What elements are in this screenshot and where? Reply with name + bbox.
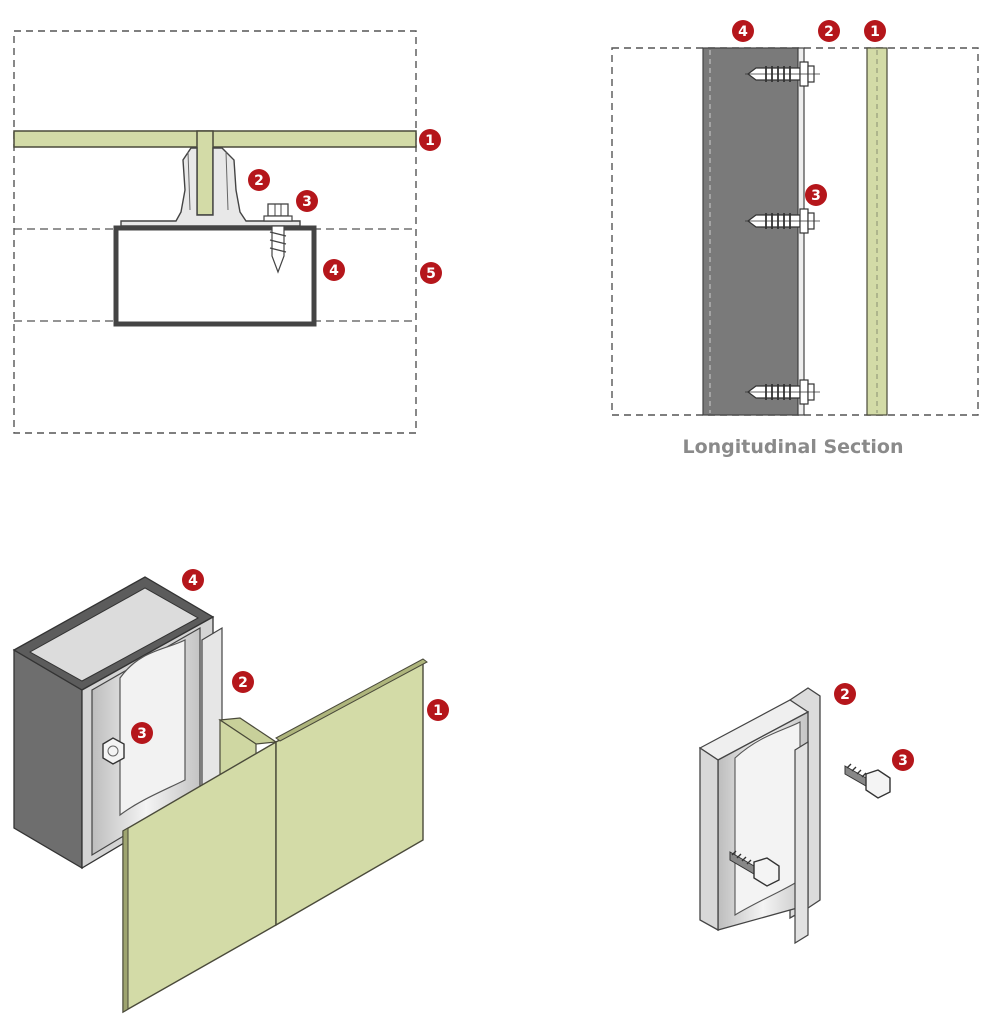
svg-text:1: 1 [433, 703, 443, 719]
iso-marker-2: 2 [232, 671, 254, 693]
detail-marker-3: 3 [892, 749, 914, 771]
iso-marker-3: 3 [131, 722, 153, 744]
long-marker-1: 1 [864, 20, 886, 42]
facade-panel-section [13, 130, 417, 148]
svg-text:5: 5 [426, 266, 436, 282]
svg-text:2: 2 [824, 24, 834, 40]
aluminium-rail-profile [120, 147, 301, 227]
plan-marker-4: 4 [323, 259, 345, 281]
plan-marker-2: 2 [248, 169, 270, 191]
svg-text:1: 1 [870, 24, 880, 40]
plan-marker-5: 5 [420, 262, 442, 284]
svg-text:3: 3 [898, 753, 908, 769]
isometric-assembly-view: 4 2 1 3 [12, 569, 449, 1014]
long-marker-3: 3 [805, 184, 827, 206]
plan-section-view: 1 2 3 4 5 [13, 30, 442, 434]
iso-panel-left-edge [122, 827, 129, 1013]
panel-fin [196, 130, 214, 216]
long-marker-4: 4 [732, 20, 754, 42]
iso-marker-4: 4 [182, 569, 204, 591]
long-marker-2: 2 [818, 20, 840, 42]
longitudinal-section-caption: Longitudinal Section [682, 436, 903, 458]
svg-text:4: 4 [188, 573, 198, 589]
detail-marker-2: 2 [834, 683, 856, 705]
rail-inner-line [187, 151, 229, 211]
long-screw-bottom [745, 379, 820, 405]
iso-rail-flange [201, 626, 223, 794]
svg-text:2: 2 [238, 675, 248, 691]
long-screw-top [745, 61, 820, 87]
steel-tube-wall [702, 47, 799, 416]
detail-rail-front-flange [699, 746, 719, 932]
rail-detail-view: 2 3 [698, 683, 914, 945]
self-drilling-screw [263, 203, 293, 274]
iso-bolt [102, 737, 125, 765]
svg-text:3: 3 [137, 726, 147, 742]
long-screw-middle [745, 208, 820, 234]
svg-text:4: 4 [738, 24, 748, 40]
svg-text:1: 1 [425, 133, 435, 149]
detail-bolt-lower [729, 850, 780, 887]
detail-bolt-right [844, 763, 891, 799]
plan-marker-3: 3 [296, 190, 318, 212]
svg-text:3: 3 [811, 188, 821, 204]
svg-text:3: 3 [302, 194, 312, 210]
iso-marker-1: 1 [427, 699, 449, 721]
longitudinal-section-view: 4 2 1 3 Longitudinal Section [611, 20, 979, 458]
tube-top-opening [28, 587, 200, 682]
svg-text:4: 4 [329, 263, 339, 279]
plan-marker-1: 1 [419, 129, 441, 151]
svg-text:2: 2 [254, 173, 264, 189]
plan-boundary [13, 30, 417, 434]
svg-text:2: 2 [840, 687, 850, 703]
iso-panel-right-top-edge [275, 658, 428, 742]
iso-rail-groove [119, 639, 186, 817]
detail-rail-right-flange [794, 740, 809, 945]
